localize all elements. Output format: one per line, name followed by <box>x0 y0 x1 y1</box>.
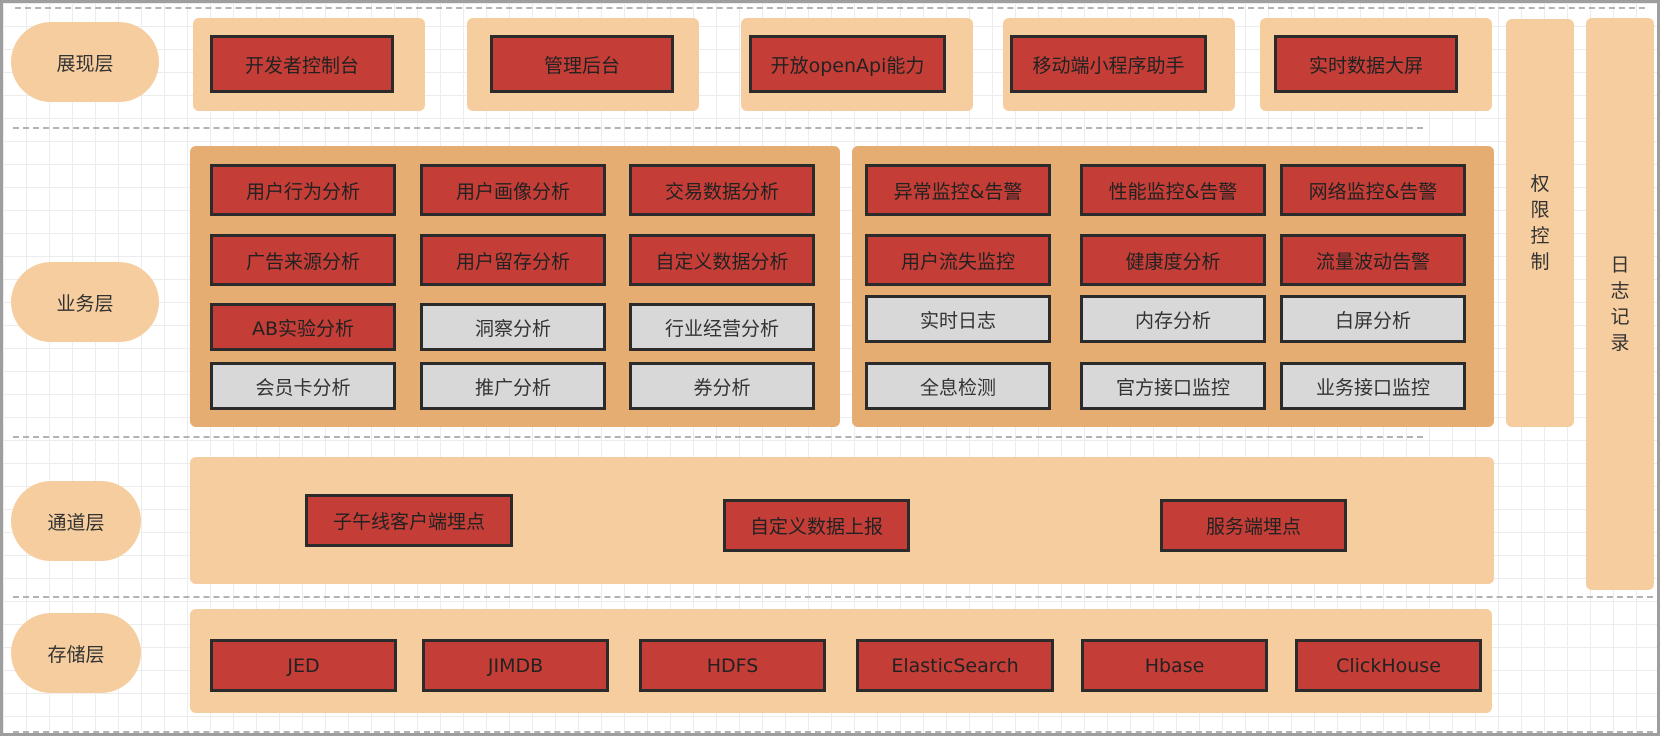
component-box: 洞察分析 <box>420 303 606 351</box>
component-box: 自定义数据分析 <box>629 234 815 286</box>
layer-separator <box>13 596 1653 598</box>
permission-control-label: 权限控制 <box>1530 173 1550 273</box>
component-box: 交易数据分析 <box>629 164 815 216</box>
component-box: ElasticSearch <box>856 639 1054 692</box>
component-box: JED <box>210 639 397 692</box>
component-box: 券分析 <box>629 362 815 410</box>
component-box: 健康度分析 <box>1080 234 1266 286</box>
component-box: 业务接口监控 <box>1280 362 1466 410</box>
component-box: 广告来源分析 <box>210 234 396 286</box>
component-box: 会员卡分析 <box>210 362 396 410</box>
component-box: 异常监控&告警 <box>865 164 1051 216</box>
component-box: 推广分析 <box>420 362 606 410</box>
component-box: 行业经营分析 <box>629 303 815 351</box>
component-box: 内存分析 <box>1080 295 1266 343</box>
layer-label-channel: 通道层 <box>11 481 141 561</box>
storage-panel <box>190 609 1492 713</box>
component-box: JIMDB <box>422 639 609 692</box>
layer-separator <box>13 731 1653 733</box>
component-box: 实时数据大屏 <box>1274 35 1458 93</box>
component-box: 流量波动告警 <box>1280 234 1466 286</box>
component-box: 用户流失监控 <box>865 234 1051 286</box>
layer-separator <box>15 7 1645 9</box>
component-box: 全息检测 <box>865 362 1051 410</box>
logging-column: 日志记录 <box>1586 18 1654 590</box>
layer-label-text: 存储层 <box>47 643 105 666</box>
component-box: 白屏分析 <box>1280 295 1466 343</box>
component-box: 开放openApi能力 <box>749 35 946 93</box>
component-box: HDFS <box>639 639 826 692</box>
layer-label-text: 通道层 <box>47 511 105 534</box>
component-box: AB实验分析 <box>210 303 396 351</box>
component-box: 网络监控&告警 <box>1280 164 1466 216</box>
component-box: 自定义数据上报 <box>723 499 910 552</box>
layer-label-presentation: 展现层 <box>11 22 159 102</box>
layer-label-business: 业务层 <box>11 262 159 342</box>
layer-label-text: 业务层 <box>56 292 114 315</box>
component-box: 管理后台 <box>490 35 674 93</box>
component-box: 子午线客户端埋点 <box>305 494 513 547</box>
component-box: 移动端小程序助手 <box>1010 35 1207 93</box>
component-box: Hbase <box>1081 639 1268 692</box>
component-box: 性能监控&告警 <box>1080 164 1266 216</box>
layer-separator <box>13 436 1423 438</box>
component-box: ClickHouse <box>1295 639 1482 692</box>
component-box: 开发者控制台 <box>210 35 394 93</box>
component-box: 用户留存分析 <box>420 234 606 286</box>
component-box: 官方接口监控 <box>1080 362 1266 410</box>
component-box: 服务端埋点 <box>1160 499 1347 552</box>
component-box: 实时日志 <box>865 295 1051 343</box>
component-box: 用户画像分析 <box>420 164 606 216</box>
logging-label: 日志记录 <box>1610 254 1630 354</box>
layer-label-text: 展现层 <box>56 52 114 75</box>
component-box: 用户行为分析 <box>210 164 396 216</box>
permission-control-column: 权限控制 <box>1506 19 1574 427</box>
layer-label-storage: 存储层 <box>11 613 141 693</box>
layer-separator <box>13 127 1423 129</box>
